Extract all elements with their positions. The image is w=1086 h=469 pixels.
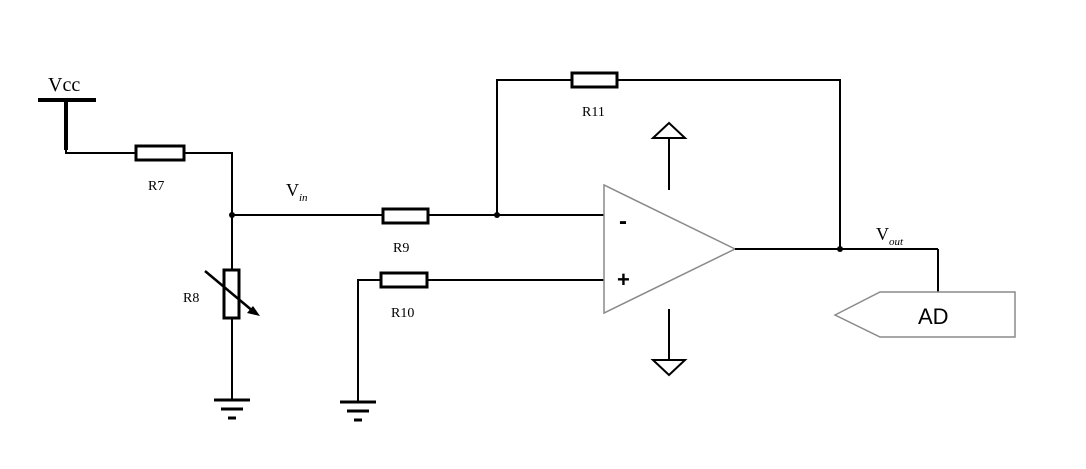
vout-label: Vout bbox=[876, 224, 904, 248]
vout-main: V bbox=[876, 224, 889, 244]
ground-icon-right bbox=[340, 400, 376, 422]
resistor-r7 bbox=[134, 144, 186, 162]
r11-label: R11 bbox=[582, 105, 605, 120]
r10-label: R10 bbox=[391, 306, 414, 321]
wire-ground-to-r10 bbox=[357, 279, 381, 402]
vin-main: V bbox=[286, 180, 299, 200]
resistor-r9 bbox=[381, 207, 430, 225]
vout-subscript: out bbox=[889, 236, 904, 248]
r8-label: R8 bbox=[183, 291, 199, 306]
ad-converter-box bbox=[833, 291, 1016, 338]
ground-icon-left bbox=[214, 398, 250, 420]
opamp-inverting-sign: - bbox=[619, 208, 627, 235]
opamp-triangle bbox=[603, 183, 737, 315]
vcc-label: Vcc bbox=[48, 74, 80, 96]
r9-label: R9 bbox=[393, 241, 409, 256]
positive-rail-arrow-icon bbox=[650, 121, 688, 190]
vcc-supply-symbol bbox=[38, 98, 96, 150]
resistor-r10 bbox=[379, 271, 429, 289]
wire-vcc-to-node bbox=[65, 150, 233, 215]
r7-label: R7 bbox=[148, 179, 164, 194]
vin-subscript: in bbox=[299, 192, 308, 204]
feedback-path bbox=[496, 79, 841, 249]
negative-rail-arrow-icon bbox=[650, 309, 688, 377]
vin-label: Vin bbox=[286, 180, 308, 204]
variable-arrow-icon bbox=[204, 270, 260, 316]
resistor-r11 bbox=[570, 71, 619, 89]
opamp-noninverting-sign: + bbox=[617, 267, 630, 292]
ad-label: AD bbox=[918, 304, 949, 329]
junction-output bbox=[837, 246, 843, 252]
